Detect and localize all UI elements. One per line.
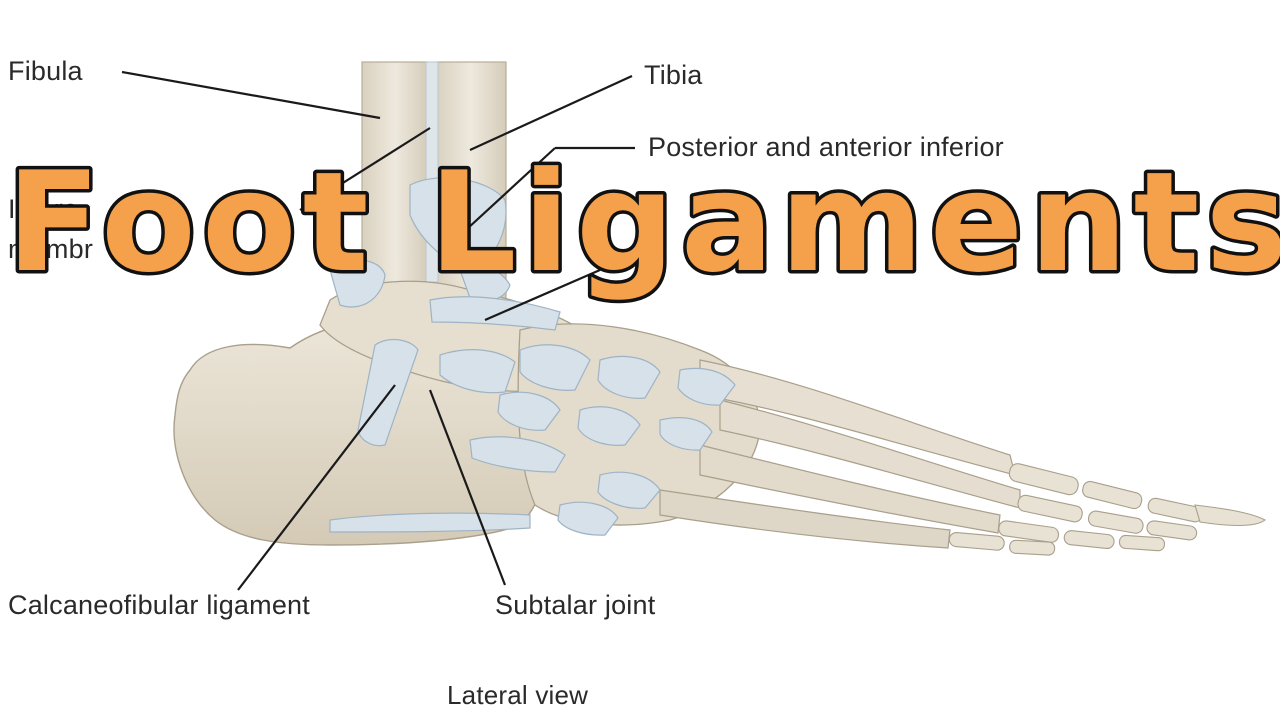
metatarsal-4 (659, 489, 951, 549)
ligament-bundle (519, 344, 591, 391)
tibiofibular-ligament (409, 177, 507, 273)
label-interosseous-line1: Intero (8, 194, 79, 224)
metatarsal-3 (699, 444, 1001, 534)
label-calcaneofibular: Calcaneofibular ligament (8, 590, 310, 620)
ligament-bundle (597, 355, 661, 399)
ligament-bundle (439, 349, 516, 394)
ligaments (329, 177, 736, 536)
ligament-bundle (497, 391, 561, 431)
ligament-bundle (429, 296, 561, 331)
interosseous-leader (299, 127, 431, 211)
ligament-bundle (557, 501, 619, 536)
label-tibiofibular: Posterior and anterior inferior (648, 132, 1004, 162)
ligament-bundle (469, 436, 566, 473)
leader-lines (121, 70, 635, 591)
ligament-bundle (597, 471, 661, 509)
label-fibula: Fibula (8, 56, 83, 86)
calcaneofibular-leader (237, 384, 396, 591)
phalanges (948, 463, 1266, 556)
ligament-bundle (659, 417, 713, 451)
label-subtalar: Subtalar joint (495, 590, 656, 620)
fibula-leader (121, 70, 381, 120)
ligament-bundle (577, 406, 641, 446)
label-view: Lateral view (447, 680, 589, 710)
subtalar-leader (428, 389, 507, 586)
ligament-bundle (677, 367, 736, 406)
label-tibia: Tibia (644, 60, 703, 90)
label-interosseous-line2: membr (8, 234, 94, 264)
tibia-leader (469, 74, 633, 152)
tibiofibular-leader-b (454, 147, 556, 241)
foot-bones (173, 280, 1266, 556)
ligament-leader (484, 268, 601, 322)
ligament-bundle (329, 259, 386, 308)
